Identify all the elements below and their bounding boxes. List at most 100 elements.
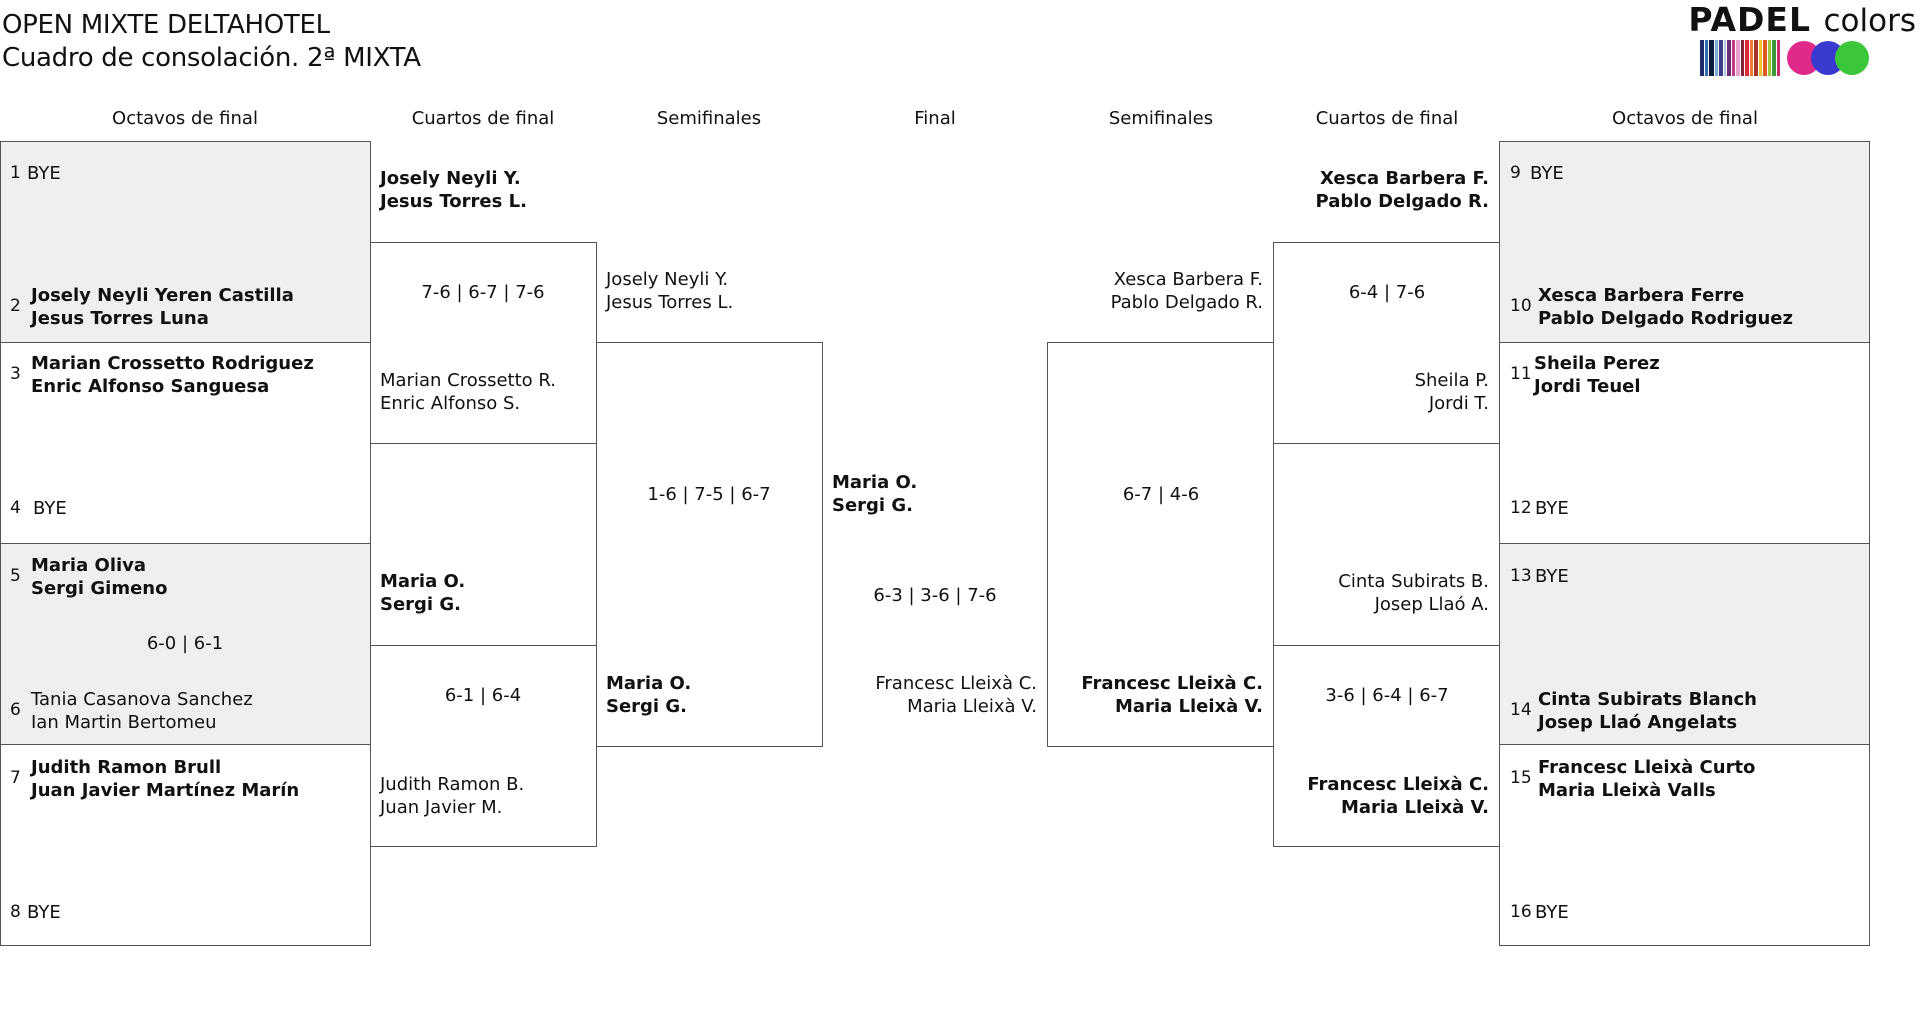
qf-right-2-top-team: Cinta Subirats B. Josep Llaó A. (1338, 570, 1489, 616)
qf-left-1-player-1: Josely Neyli Y. (380, 168, 521, 189)
logo-stripes-icon (1700, 40, 1869, 76)
seed-14: 14 (1510, 700, 1532, 720)
team-14: Cinta Subirats Blanch Josep Llaó Angelat… (1538, 688, 1757, 734)
header-final: Final (914, 108, 956, 129)
logo-word-colors: colors (1823, 3, 1917, 39)
team-7: Judith Ramon Brull Juan Javier Martínez … (31, 756, 299, 802)
sf-right-1-player-1: Xesca Barbera F. (1113, 269, 1263, 290)
qf-right-2-player-1: Sheila P. (1414, 370, 1489, 391)
seed-5: 5 (10, 566, 21, 586)
seed-2: 2 (10, 296, 21, 316)
qf-right-2-player-2: Jordi T. (1428, 393, 1489, 414)
qf-left-1-bottom-team: Marian Crossetto R. Enric Alfonso S. (380, 369, 556, 415)
team-14-player-2: Josep Llaó Angelats (1538, 712, 1738, 733)
qf-left-1-top-team: Josely Neyli Y. Jesus Torres L. (380, 167, 527, 213)
final-runner-up-player-2: Maria Lleixà V. (907, 696, 1037, 717)
qf-left-1-player-2: Jesus Torres L. (380, 191, 527, 212)
seed-11: 11 (1510, 364, 1532, 384)
r16-match-7-box (1499, 543, 1870, 745)
sf-right-score: 6-7 | 4-6 (1122, 484, 1200, 505)
team-3-player-1: Marian Crossetto Rodriguez (31, 353, 314, 374)
draw-subtitle: Cuadro de consolación. 2ª MIXTA (2, 43, 421, 73)
r16-match-8-box (1499, 744, 1870, 946)
qf-left-2-player-2: Enric Alfonso S. (380, 393, 521, 414)
team-2: Josely Neyli Yeren Castilla Jesus Torres… (31, 284, 294, 330)
tournament-title: OPEN MIXTE DELTAHOTEL (2, 10, 330, 40)
seed-6: 6 (10, 700, 21, 720)
team-5: Maria Oliva Sergi Gimeno (31, 554, 167, 600)
qf-right-2-score: 3-6 | 6-4 | 6-7 (1325, 685, 1449, 706)
team-7-player-1: Judith Ramon Brull (31, 757, 222, 778)
qf-right-1-top-team: Xesca Barbera F. Pablo Delgado R. (1316, 167, 1489, 213)
sf-left-2-player-2: Sergi G. (606, 696, 687, 717)
final-winner-player-1: Maria O. (832, 472, 918, 493)
r16-match-5-box (1499, 141, 1870, 343)
team-5-player-2: Sergi Gimeno (31, 578, 168, 599)
qf-left-3-player-2: Sergi G. (380, 594, 461, 615)
qf-left-2-top-team: Maria O. Sergi G. (380, 570, 465, 616)
team-2-player-1: Josely Neyli Yeren Castilla (31, 285, 294, 306)
qf-left-1-score: 7-6 | 6-7 | 7-6 (421, 282, 545, 303)
team-9-bye: BYE (1530, 163, 1564, 184)
sf-left-1-player-1: Josely Neyli Y. (606, 269, 729, 290)
team-11: Sheila Perez Jordi Teuel (1534, 352, 1660, 398)
seed-1: 1 (10, 163, 21, 183)
qf-right-1-score: 6-4 | 7-6 (1348, 282, 1426, 303)
final-score: 6-3 | 3-6 | 7-6 (873, 585, 997, 606)
team-3-player-2: Enric Alfonso Sanguesa (31, 376, 270, 397)
qf-left-4-player-2: Juan Javier M. (380, 797, 503, 818)
team-11-player-2: Jordi Teuel (1534, 376, 1641, 397)
qf-right-3-player-2: Josep Llaó A. (1374, 594, 1489, 615)
qf-left-4-player-1: Judith Ramon B. (380, 774, 525, 795)
sf-left-2-player-1: Maria O. (606, 673, 692, 694)
team-16-bye: BYE (1535, 902, 1569, 923)
seed-7: 7 (10, 768, 21, 788)
seed-9: 9 (1510, 163, 1521, 183)
team-3: Marian Crossetto Rodriguez Enric Alfonso… (31, 352, 314, 398)
final-runner-up-team: Francesc Lleixà C. Maria Lleixà V. (875, 672, 1037, 718)
team-6-player-2: Ian Martin Bertomeu (31, 712, 217, 733)
header-right-round-of-16: Octavos de final (1612, 108, 1758, 129)
team-11-player-1: Sheila Perez (1534, 353, 1660, 374)
sf-right-2-player-1: Francesc Lleixà C. (1081, 673, 1263, 694)
qf-right-1-player-1: Xesca Barbera F. (1319, 168, 1489, 189)
sf-right-top-team: Xesca Barbera F. Pablo Delgado R. (1111, 268, 1263, 314)
seed-3: 3 (10, 364, 21, 384)
team-5-player-1: Maria Oliva (31, 555, 147, 576)
header-left-round-of-16: Octavos de final (112, 108, 258, 129)
team-15-player-2: Maria Lleixà Valls (1538, 780, 1716, 801)
qf-left-2-bottom-team: Judith Ramon B. Juan Javier M. (380, 773, 524, 819)
sf-left-box (596, 342, 823, 747)
team-10: Xesca Barbera Ferre Pablo Delgado Rodrig… (1538, 284, 1793, 330)
qf-right-2-bottom-team: Francesc Lleixà C. Maria Lleixà V. (1307, 773, 1489, 819)
sf-left-top-team: Josely Neyli Y. Jesus Torres L. (606, 268, 733, 314)
final-winner-player-2: Sergi G. (832, 495, 913, 516)
team-12-bye: BYE (1535, 498, 1569, 519)
logo-word-padel: PADEL (1688, 0, 1811, 39)
r16-match-3-box (0, 543, 371, 745)
team-6: Tania Casanova Sanchez Ian Martin Bertom… (31, 688, 253, 734)
qf-right-3-player-1: Cinta Subirats B. (1338, 571, 1489, 592)
header-right-semifinals: Semifinales (1108, 108, 1214, 129)
team-10-player-1: Xesca Barbera Ferre (1538, 285, 1745, 306)
team-4-bye: BYE (33, 498, 67, 519)
team-15-player-1: Francesc Lleixà Curto (1538, 757, 1756, 778)
team-6-player-1: Tania Casanova Sanchez (31, 689, 253, 710)
qf-right-1-player-2: Pablo Delgado R. (1315, 191, 1489, 212)
team-2-player-2: Jesus Torres Luna (31, 308, 209, 329)
qf-right-4-player-2: Maria Lleixà V. (1340, 797, 1489, 818)
qf-left-3-player-1: Maria O. (380, 571, 466, 592)
team-8-bye: BYE (27, 902, 61, 923)
header-left-semifinals: Semifinales (656, 108, 762, 129)
sf-right-box (1047, 342, 1274, 747)
seed-15: 15 (1510, 768, 1532, 788)
qf-right-1-bottom-team: Sheila P. Jordi T. (1415, 369, 1489, 415)
seed-8: 8 (10, 902, 21, 922)
sf-right-1-player-2: Pablo Delgado R. (1110, 292, 1263, 313)
team-14-player-1: Cinta Subirats Blanch (1538, 689, 1757, 710)
qf-left-2-player-1: Marian Crossetto R. (380, 370, 556, 391)
qf-left-2-score: 6-1 | 6-4 (444, 685, 522, 706)
sf-right-bottom-team: Francesc Lleixà C. Maria Lleixà V. (1081, 672, 1263, 718)
team-1-bye: BYE (27, 163, 61, 184)
final-runner-up-player-1: Francesc Lleixà C. (875, 673, 1037, 694)
